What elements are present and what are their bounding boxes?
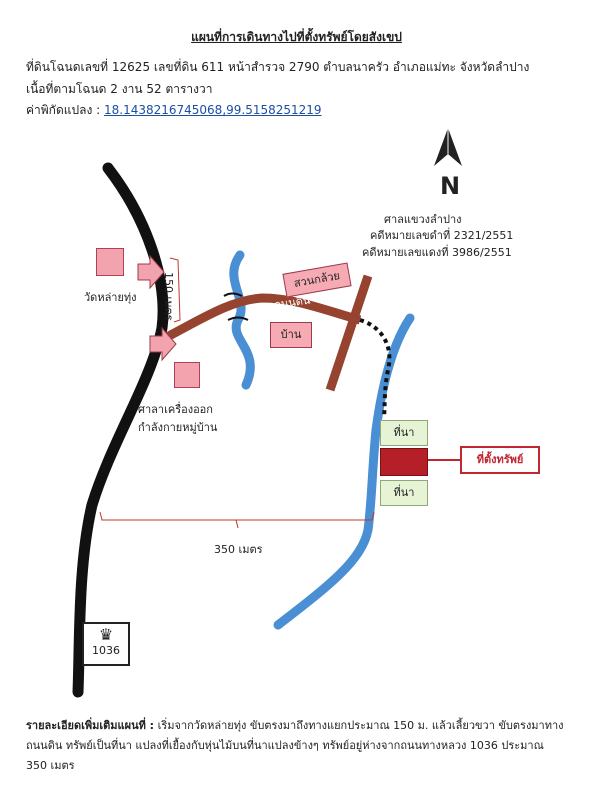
bracket-150m xyxy=(169,257,181,323)
river-small xyxy=(229,250,255,390)
house-label: บ้าน xyxy=(270,322,312,348)
rice-field-top: ที่นา xyxy=(380,420,428,446)
coordinates-row: ค่าพิกัดแปลง : 18.1438216745068,99.51582… xyxy=(26,101,322,120)
bridge-mark-left xyxy=(223,292,243,297)
property-plot xyxy=(380,448,428,476)
property-label: ที่ตั้งทรัพย์ xyxy=(460,446,540,474)
arrow-turn-right xyxy=(149,326,177,362)
temple-marker xyxy=(96,248,124,276)
case-black-number: คดีหมายเลขดำที่ 2321/2551 xyxy=(370,229,514,242)
map-description: รายละเอียดเพิ่มเติมแผนที่ : เริ่มจากวัดห… xyxy=(26,716,566,776)
river-large xyxy=(273,313,415,630)
route-shield: ♛ 1036 xyxy=(82,622,130,666)
land-area: เนื้อที่ตามโฉนด 2 งาน 52 ตารางวา xyxy=(26,82,213,96)
arrow-to-road xyxy=(137,254,165,290)
map-title: แผนที่การเดินทางไปที่ตั้งทรัพย์โดยสังเขป xyxy=(191,30,402,44)
coordinates-link[interactable]: 18.1438216745068,99.5158251219 xyxy=(103,103,322,117)
bracket-350m xyxy=(99,511,375,521)
dirt-road-cross xyxy=(325,274,373,392)
route-number: 1036 xyxy=(92,644,120,657)
coordinates-label: ค่าพิกัดแปลง : xyxy=(26,103,101,117)
court-name: ศาลแขวงลำปาง xyxy=(384,213,462,226)
garuda-emblem-icon: ♛ xyxy=(98,625,114,644)
deed-info: ที่ดินโฉนดเลขที่ 12625 เลขที่ดิน 611 หน้… xyxy=(26,60,530,74)
north-label: N xyxy=(440,172,461,200)
dirt-road-dotted xyxy=(359,318,392,419)
highway-1036 xyxy=(72,162,169,698)
description-text: เริ่มจากวัดหล่ายทุ่ง ขับตรงมาถึงทางแยกปร… xyxy=(26,719,564,772)
dirt-road xyxy=(162,293,362,343)
distance-150m: 150 เมตร xyxy=(162,272,175,321)
case-red-number: คดีหมายเลขแดงที่ 3986/2551 xyxy=(362,246,512,259)
sala-marker xyxy=(174,362,200,388)
description-label: รายละเอียดเพิ่มเติมแผนที่ : xyxy=(26,719,155,732)
temple-label: วัดหล่ายทุ่ง xyxy=(84,291,137,304)
sala-label-line2: กำลังกายหมู่บ้าน xyxy=(138,421,218,434)
bridge-mark-right xyxy=(227,316,249,321)
distance-350m: 350 เมตร xyxy=(214,543,263,556)
sala-label-line1: ศาลาเครื่องออก xyxy=(138,403,213,416)
rice-field-bottom: ที่นา xyxy=(380,480,428,506)
